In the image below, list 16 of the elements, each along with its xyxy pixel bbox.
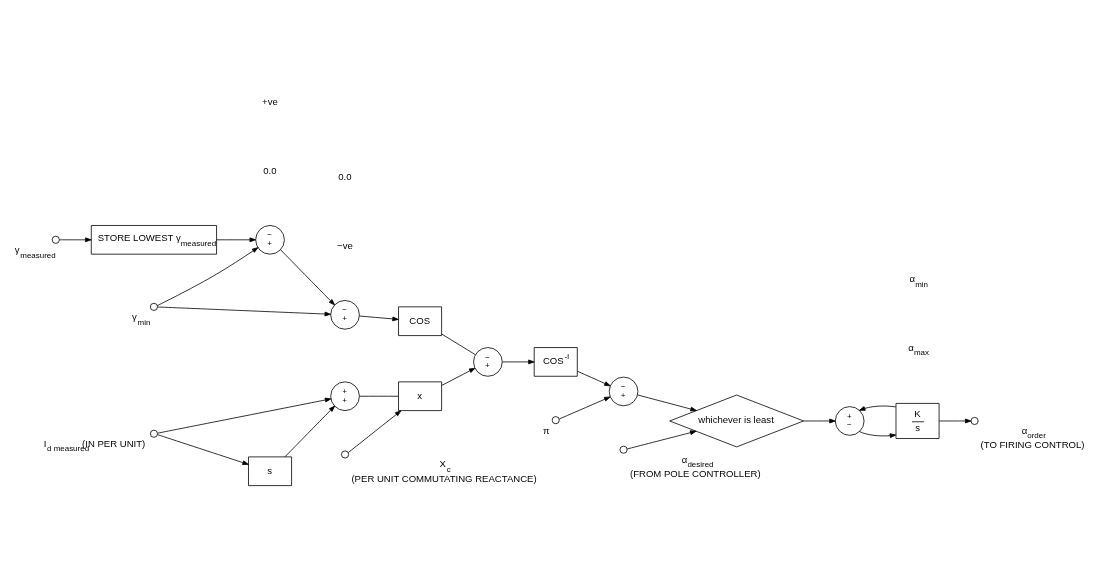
node-label: α$_{order}$ — [1021, 424, 1046, 441]
node-label: (PER UNIT COMMUTATING REACTANCE) — [351, 472, 537, 484]
node-label: I$_{d measured}$ (IN PER UNIT) — [43, 437, 146, 454]
node-label: γ$_{measured}$ — [14, 244, 56, 260]
label: α$_{min}$ — [909, 273, 928, 289]
label: α$_{max}$ — [908, 341, 930, 358]
label: −ve — [337, 239, 353, 251]
node-label: (TO FIRING CONTROL) — [980, 439, 1085, 451]
node-label: α$_{desired}$ — [681, 453, 714, 470]
label: 0.0 — [338, 171, 352, 183]
label: 0.0 — [263, 164, 277, 176]
node-label: (FROM POLE CONTROLLER) — [629, 467, 761, 479]
node-label: π — [542, 425, 550, 437]
node-label: X$_{c}$ — [439, 458, 451, 474]
node-label: γ$_{min}$ — [131, 311, 151, 327]
label: +ve — [262, 96, 278, 108]
